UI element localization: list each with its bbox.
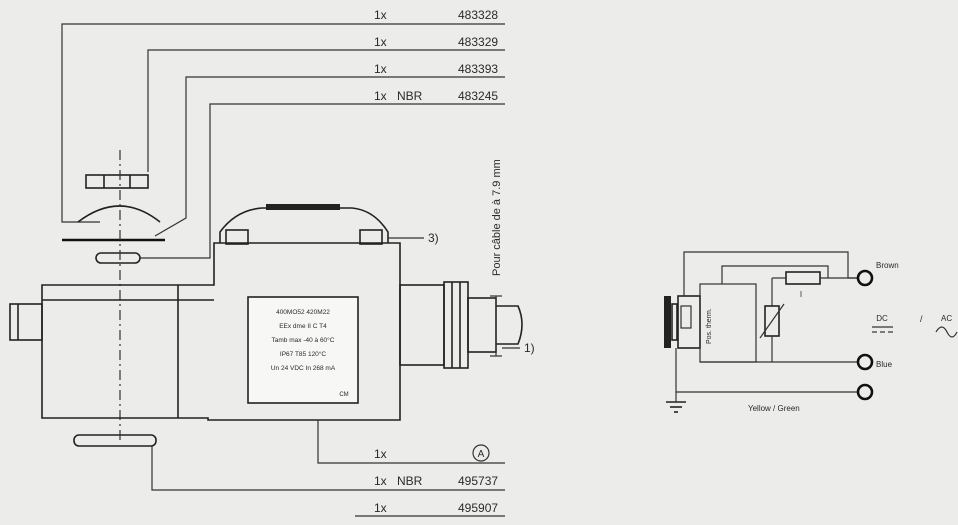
label-blue: Blue	[876, 360, 893, 369]
cable-gland-nut	[443, 281, 469, 369]
parts-row-6-partno: 495737	[458, 474, 498, 488]
parts-row-6-material: NBR	[397, 474, 423, 488]
fuse-label: I	[800, 290, 802, 299]
gland-cap	[467, 297, 497, 353]
label-yellow-green: Yellow / Green	[748, 404, 800, 413]
wire-ground	[675, 348, 858, 393]
nameplate-mark: CM	[339, 392, 348, 398]
thermal-label: Pos. therm.	[706, 308, 713, 344]
wiring-schematic: Pos. therm. I Brown Blue Yellow / Green …	[664, 251, 958, 413]
callout-1-label: 1)	[524, 341, 535, 355]
nameplate	[247, 296, 359, 404]
coil-winding	[671, 303, 678, 341]
o-ring-part	[95, 252, 141, 264]
ref-a-circle	[472, 444, 490, 462]
terminal-ground	[856, 383, 874, 401]
parts-row-7-partno: 495907	[458, 501, 498, 515]
parts-row-2-qty: 1x	[374, 35, 387, 49]
exploded-parts	[62, 150, 165, 447]
parts-row-1-partno: 483328	[458, 8, 498, 22]
handle-clip-right	[359, 229, 383, 245]
coil-core	[664, 296, 671, 348]
leader-483245	[140, 103, 355, 259]
terminal-brown	[856, 269, 874, 287]
label-brown: Brown	[876, 261, 899, 270]
body-outline	[41, 242, 401, 421]
varistor-slash	[759, 303, 785, 339]
top-handle-grip	[266, 204, 340, 210]
parts-row-3-qty: 1x	[374, 62, 387, 76]
parts-row-3-partno: 483393	[458, 62, 498, 76]
parts-row-4-qty: 1x	[374, 89, 387, 103]
thermal-element	[680, 305, 692, 329]
ac-symbol	[935, 326, 958, 338]
solenoid-body: 400MO52 420M22 EEx dme II C T4 Tamb max …	[9, 204, 523, 421]
cable-gland-base	[399, 284, 445, 366]
terminal-blue	[856, 353, 874, 371]
nameplate-line-2: EEx dme II C T4	[279, 323, 327, 330]
leader-483393	[154, 76, 355, 237]
leader-483328	[61, 23, 355, 223]
parts-row-4-partno: 483245	[458, 89, 498, 103]
callouts: 3) 1) Pour câble de à 7.9 mm	[388, 159, 535, 357]
parts-row-4-material: NBR	[397, 89, 423, 103]
leader-lines-top	[61, 23, 355, 259]
leader-495737	[151, 446, 355, 491]
cable-diameter-note: Pour câble de à 7.9 mm	[491, 159, 503, 276]
spring-washer-part	[77, 205, 161, 223]
handle-clip-left	[225, 229, 249, 245]
supply-dc-label: DC	[876, 314, 888, 323]
wire-brown-inner	[721, 265, 829, 284]
leader-nameplate	[317, 420, 355, 464]
nameplate-line-4: IP67 T85 120°C	[280, 350, 327, 358]
wire-brown-outer	[683, 251, 858, 296]
parts-row-5-qty: 1x	[374, 447, 387, 461]
parts-list-top: 1x 483328 1x 483329 1x 483393 1x NBR 483…	[355, 8, 505, 105]
callout-3-label: 3)	[428, 231, 439, 245]
nameplate-line-3: Tamb max -40 à 60°C	[272, 336, 335, 344]
nameplate-line-5: Un 24 VDC In 268 mA	[271, 365, 336, 372]
parts-row-1-qty: 1x	[374, 8, 387, 22]
parts-row-7-qty: 1x	[374, 501, 387, 515]
left-connector	[9, 303, 43, 341]
supply-separator: /	[920, 314, 923, 324]
o-ring-bottom-part	[73, 434, 157, 447]
nut-part	[85, 174, 149, 189]
leader-483329	[147, 49, 355, 172]
top-handle	[219, 207, 389, 243]
parts-row-2-partno: 483329	[458, 35, 498, 49]
parts-row-5-ref: A	[478, 449, 485, 460]
fuse-element	[785, 271, 821, 285]
parts-row-6-qty: 1x	[374, 474, 387, 488]
nameplate-line-1: 400MO52 420M22	[276, 309, 330, 316]
supply-ac-label: AC	[941, 314, 952, 323]
cable-stub	[496, 305, 523, 345]
parts-list-bottom: 1x A 1x NBR 495737 1x 495907	[151, 420, 505, 517]
